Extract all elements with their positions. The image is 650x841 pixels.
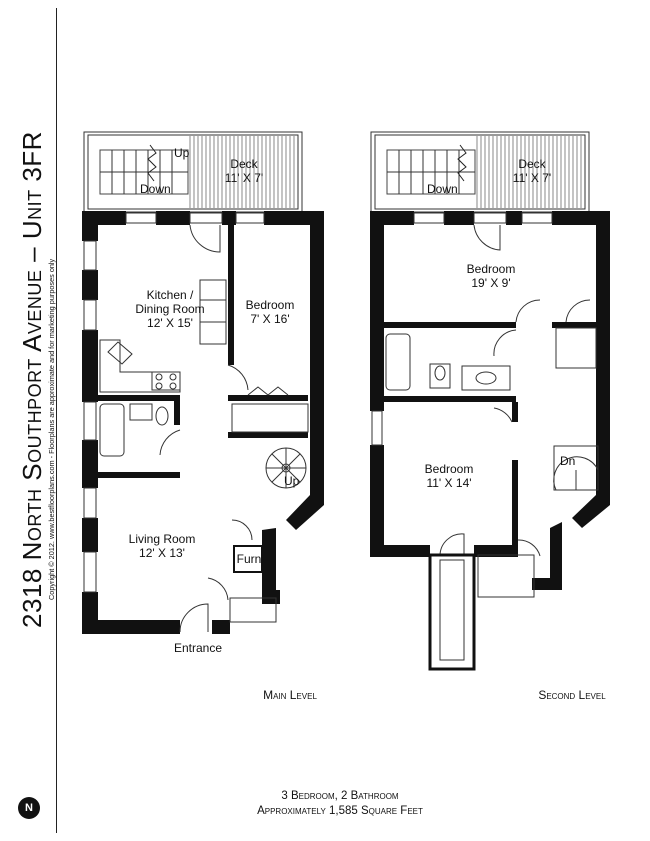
second-deck-label: Deck 11' X 7' xyxy=(506,157,558,185)
second-level-caption: Second Level xyxy=(538,688,606,702)
kitchen-size: 12' X 15' xyxy=(147,316,193,330)
main-deck-label: Deck 11' X 7' xyxy=(218,157,270,185)
main-deck xyxy=(83,131,303,213)
main-bedroom-size: 7' X 16' xyxy=(250,312,290,326)
main-level-caption: Main Level xyxy=(263,688,317,702)
second-bedroom-bottom-name: Bedroom xyxy=(424,462,474,476)
spiral-down-label: Dn xyxy=(560,454,576,468)
kitchen-name-2: Dining Room xyxy=(135,302,205,316)
living-room-size: 12' X 13' xyxy=(139,546,185,560)
main-bedroom-name: Bedroom xyxy=(245,298,295,312)
title-divider xyxy=(56,8,57,833)
summary-line-2: Approximately 1,585 Square Feet xyxy=(257,805,423,817)
second-stairs-down-label: Down xyxy=(427,182,458,196)
second-bedroom-top-size: 19' X 9' xyxy=(471,276,511,290)
second-bedroom-bottom-label: Bedroom 11' X 14' xyxy=(414,462,484,490)
north-label: N xyxy=(25,802,33,814)
second-deck-name: Deck xyxy=(518,157,546,171)
second-bedroom-bottom-size: 11' X 14' xyxy=(426,476,472,490)
entrance-label: Entrance xyxy=(173,641,223,655)
second-deck xyxy=(370,131,590,213)
kitchen-label: Kitchen / Dining Room 12' X 15' xyxy=(130,288,210,330)
second-level-walls xyxy=(370,211,610,590)
main-stairs-up-label: Up xyxy=(174,146,190,160)
second-bedroom-top-name: Bedroom xyxy=(466,262,516,276)
main-level-walls xyxy=(82,211,324,634)
main-level-fixtures xyxy=(83,212,309,633)
kitchen-name: Kitchen / xyxy=(146,288,194,302)
spiral-up-label: Up xyxy=(284,474,300,488)
second-deck-size: 11' X 7' xyxy=(512,171,552,185)
north-arrow-icon: N xyxy=(18,797,40,819)
living-room-name: Living Room xyxy=(128,532,196,546)
main-deck-name: Deck xyxy=(230,157,258,171)
main-bedroom-label: Bedroom 7' X 16' xyxy=(240,298,300,326)
main-deck-size: 11' X 7' xyxy=(224,171,264,185)
second-level-fixtures xyxy=(371,212,599,671)
second-bedroom-top-label: Bedroom 19' X 9' xyxy=(456,262,526,290)
living-room-label: Living Room 12' X 13' xyxy=(120,532,204,560)
main-stairs-down-label: Down xyxy=(140,182,171,196)
furnace-label: Furn xyxy=(236,552,262,566)
summary-line-1: 3 Bedroom, 2 Bathroom xyxy=(281,790,399,802)
